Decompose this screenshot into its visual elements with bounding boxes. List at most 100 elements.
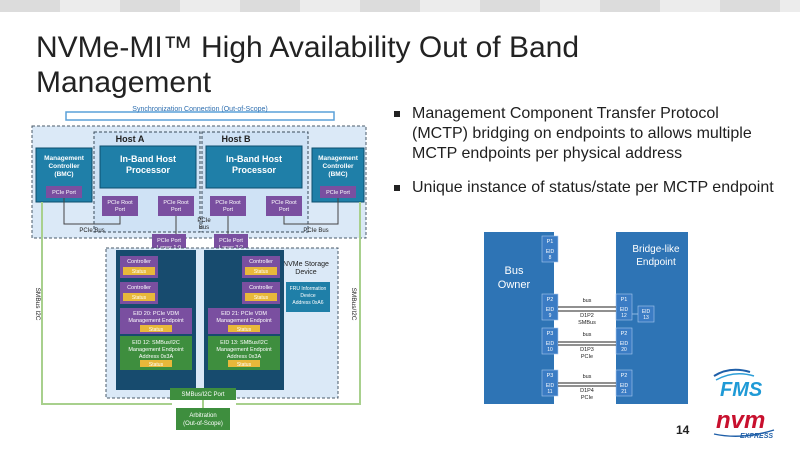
svg-text:EID: EID — [620, 383, 629, 389]
status-eid20 — [140, 325, 172, 332]
controller-a1-label: Controller — [127, 259, 151, 265]
status-eid12 — [140, 360, 172, 367]
bullet-list: Management Component Transfer Protocol (… — [394, 104, 774, 212]
bridge-extra-eid-13: EID 13 — [637, 305, 655, 323]
bullet-item: Management Component Transfer Protocol (… — [394, 104, 774, 164]
fms-logo: FMS — [713, 368, 763, 400]
svg-text:P3: P3 — [547, 373, 554, 379]
page-number: 14 — [676, 423, 690, 437]
fru-box — [286, 282, 330, 312]
smbus-i2c-left-label: SMBus I2C — [34, 288, 41, 321]
svg-text:P2: P2 — [621, 373, 628, 379]
status-eid13 — [228, 360, 260, 367]
status-eid21-label: Status — [237, 327, 252, 333]
pcie-bus-left — [63, 198, 121, 225]
bmc-left-pcie-port-label: PCIe Port — [52, 190, 76, 196]
svg-text:PCIe: PCIe — [581, 395, 593, 401]
svg-text:EID: EID — [620, 341, 629, 347]
bmc-right-pcie-port — [320, 186, 356, 198]
controller-a2-label: Controller — [127, 285, 151, 291]
svg-text:EID: EID — [546, 341, 555, 347]
bridge-port-p2b: P2 EID 21 — [615, 369, 633, 397]
svg-text:SMBus: SMBus — [578, 320, 596, 326]
bus-d1p3: bus D1P3 PCIe — [558, 332, 616, 360]
owner-port-p3a: P3 EID 10 — [541, 327, 559, 355]
status-eid20-label: Status — [149, 327, 164, 333]
bus-d1p4: bus D1P4 PCIe — [558, 374, 616, 401]
nvm-express-logo: nvm EXPRESS — [713, 407, 775, 440]
nvme-architecture-diagram: Synchronization Connection (Out-of-Scope… — [31, 106, 367, 430]
svg-text:P2: P2 — [547, 297, 554, 303]
svg-text:11: 11 — [547, 389, 552, 395]
bullet-square-icon — [394, 185, 400, 191]
svg-text:EID: EID — [546, 249, 555, 255]
status-a2 — [123, 293, 155, 301]
host-a-label: Host A — [116, 134, 145, 144]
smbus-line-left — [41, 202, 172, 405]
smbus-port — [170, 388, 236, 400]
svg-text:D1P3: D1P3 — [580, 347, 594, 353]
status-eid13-label: Status — [237, 362, 252, 368]
slide-title: NVMe-MI™ High Availability Out of Band M… — [36, 31, 580, 99]
svg-text:bus: bus — [583, 374, 592, 380]
root-port-b1 — [210, 196, 246, 216]
smbus-port-label: SMBus/I2C Port — [181, 392, 224, 398]
bridge-port-p1: P1 EID 12 — [615, 293, 633, 321]
svg-text:PCIe: PCIe — [581, 354, 593, 360]
svg-text:nvm: nvm — [716, 407, 765, 434]
svg-text:bus: bus — [583, 298, 592, 304]
pcie-bus-right-label: PCIe Bus — [303, 228, 328, 234]
status-eid21 — [228, 325, 260, 332]
status-b2-label: Status — [254, 295, 269, 301]
sync-label: Synchronization Connection (Out-of-Scope… — [132, 106, 267, 113]
svg-text:EID: EID — [620, 307, 629, 313]
status-b1 — [245, 267, 277, 275]
svg-text:20: 20 — [621, 347, 627, 353]
bmc-right-pcie-port-label: PCIe Port — [326, 190, 350, 196]
svg-text:FMS: FMS — [720, 379, 763, 400]
svg-text:P1: P1 — [547, 239, 554, 245]
bus-d1p2: bus D1P2 SMBus — [558, 298, 616, 326]
svg-text:D1P2: D1P2 — [580, 313, 594, 319]
status-b2 — [245, 293, 277, 301]
status-a1-label: Status — [132, 269, 147, 275]
root-port-b2 — [266, 196, 302, 216]
bullet-item: Unique instance of status/state per MCTP… — [394, 178, 774, 198]
bullet-square-icon — [394, 111, 400, 117]
pcie-bus-right — [283, 198, 339, 225]
bmc-left-pcie-port — [46, 186, 82, 198]
owner-port-p1: P1 EID 8 — [541, 235, 559, 263]
status-a2-label: Status — [132, 295, 147, 301]
svg-text:10: 10 — [547, 347, 553, 353]
host-b-label: Host B — [222, 134, 252, 144]
svg-text:EID: EID — [642, 309, 651, 315]
pcie-bus-left-label: PCIe Bus — [79, 228, 104, 234]
svg-text:9: 9 — [549, 313, 552, 319]
controller-b2-label: Controller — [249, 285, 273, 291]
controller-b1-label: Controller — [249, 259, 273, 265]
header-stripe — [0, 0, 800, 12]
smbus-i2c-right-label: SMBus/I2C — [350, 288, 357, 321]
status-eid12-label: Status — [149, 362, 164, 368]
root-port-a1 — [102, 196, 138, 216]
svg-text:13: 13 — [643, 315, 649, 321]
arbitration-label: Arbitration(Out-of-Scope) — [183, 413, 223, 427]
svg-text:D1P4: D1P4 — [580, 388, 594, 394]
inband-processor-a — [99, 145, 197, 189]
